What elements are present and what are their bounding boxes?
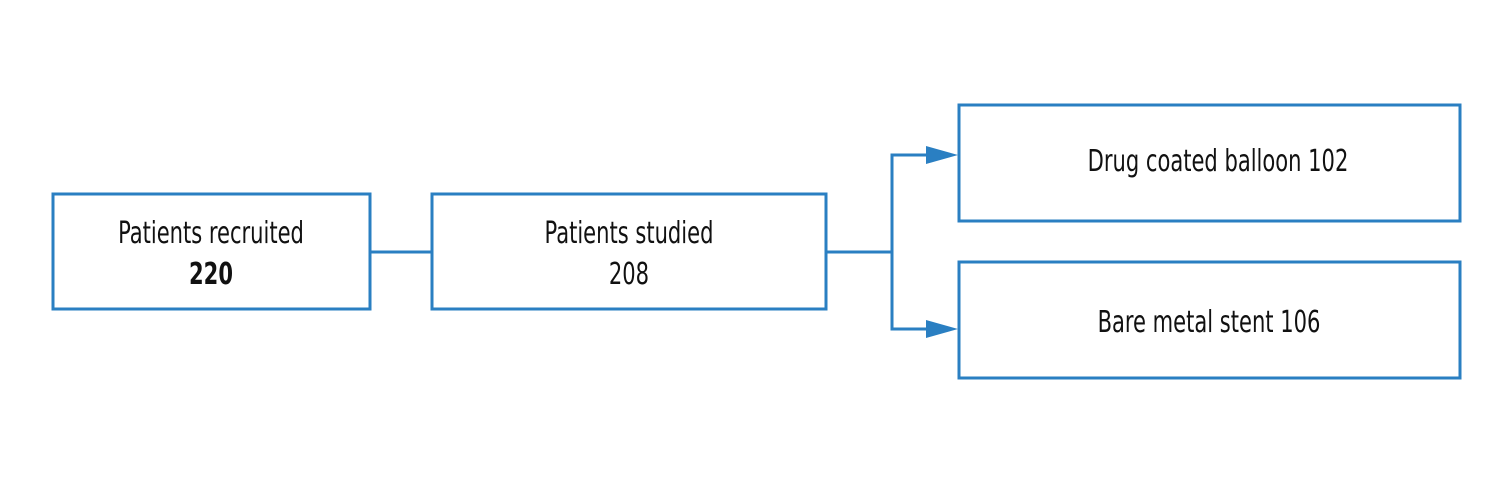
node-patients-studied: Patients studied 208 (430, 192, 828, 311)
node-drug-coated-balloon-label: Drug coated balloon 102 (1088, 144, 1349, 179)
connector-studied-to-bms (890, 252, 928, 331)
node-patients-recruited-label: Patients recruited (118, 216, 304, 251)
node-drug-coated-balloon-box (957, 103, 1462, 223)
node-patients-studied-value: 208 (609, 257, 649, 292)
arrowhead-to-dcb (926, 146, 958, 164)
node-bare-metal-stent-label: Bare metal stent 106 (1098, 305, 1321, 340)
connector-studied-to-dcb (826, 153, 928, 254)
node-bare-metal-stent-box (957, 260, 1462, 380)
node-bare-metal-stent: Bare metal stent 106 (957, 260, 1462, 380)
node-patients-recruited-box (51, 192, 372, 311)
node-patients-studied-label: Patients studied (545, 216, 714, 251)
node-patients-recruited: Patients recruited 220 (51, 192, 372, 311)
node-patients-recruited-value: 220 (189, 257, 233, 292)
node-drug-coated-balloon: Drug coated balloon 102 (957, 103, 1462, 223)
node-patients-studied-box (430, 192, 828, 311)
arrowhead-to-bms (926, 320, 958, 338)
